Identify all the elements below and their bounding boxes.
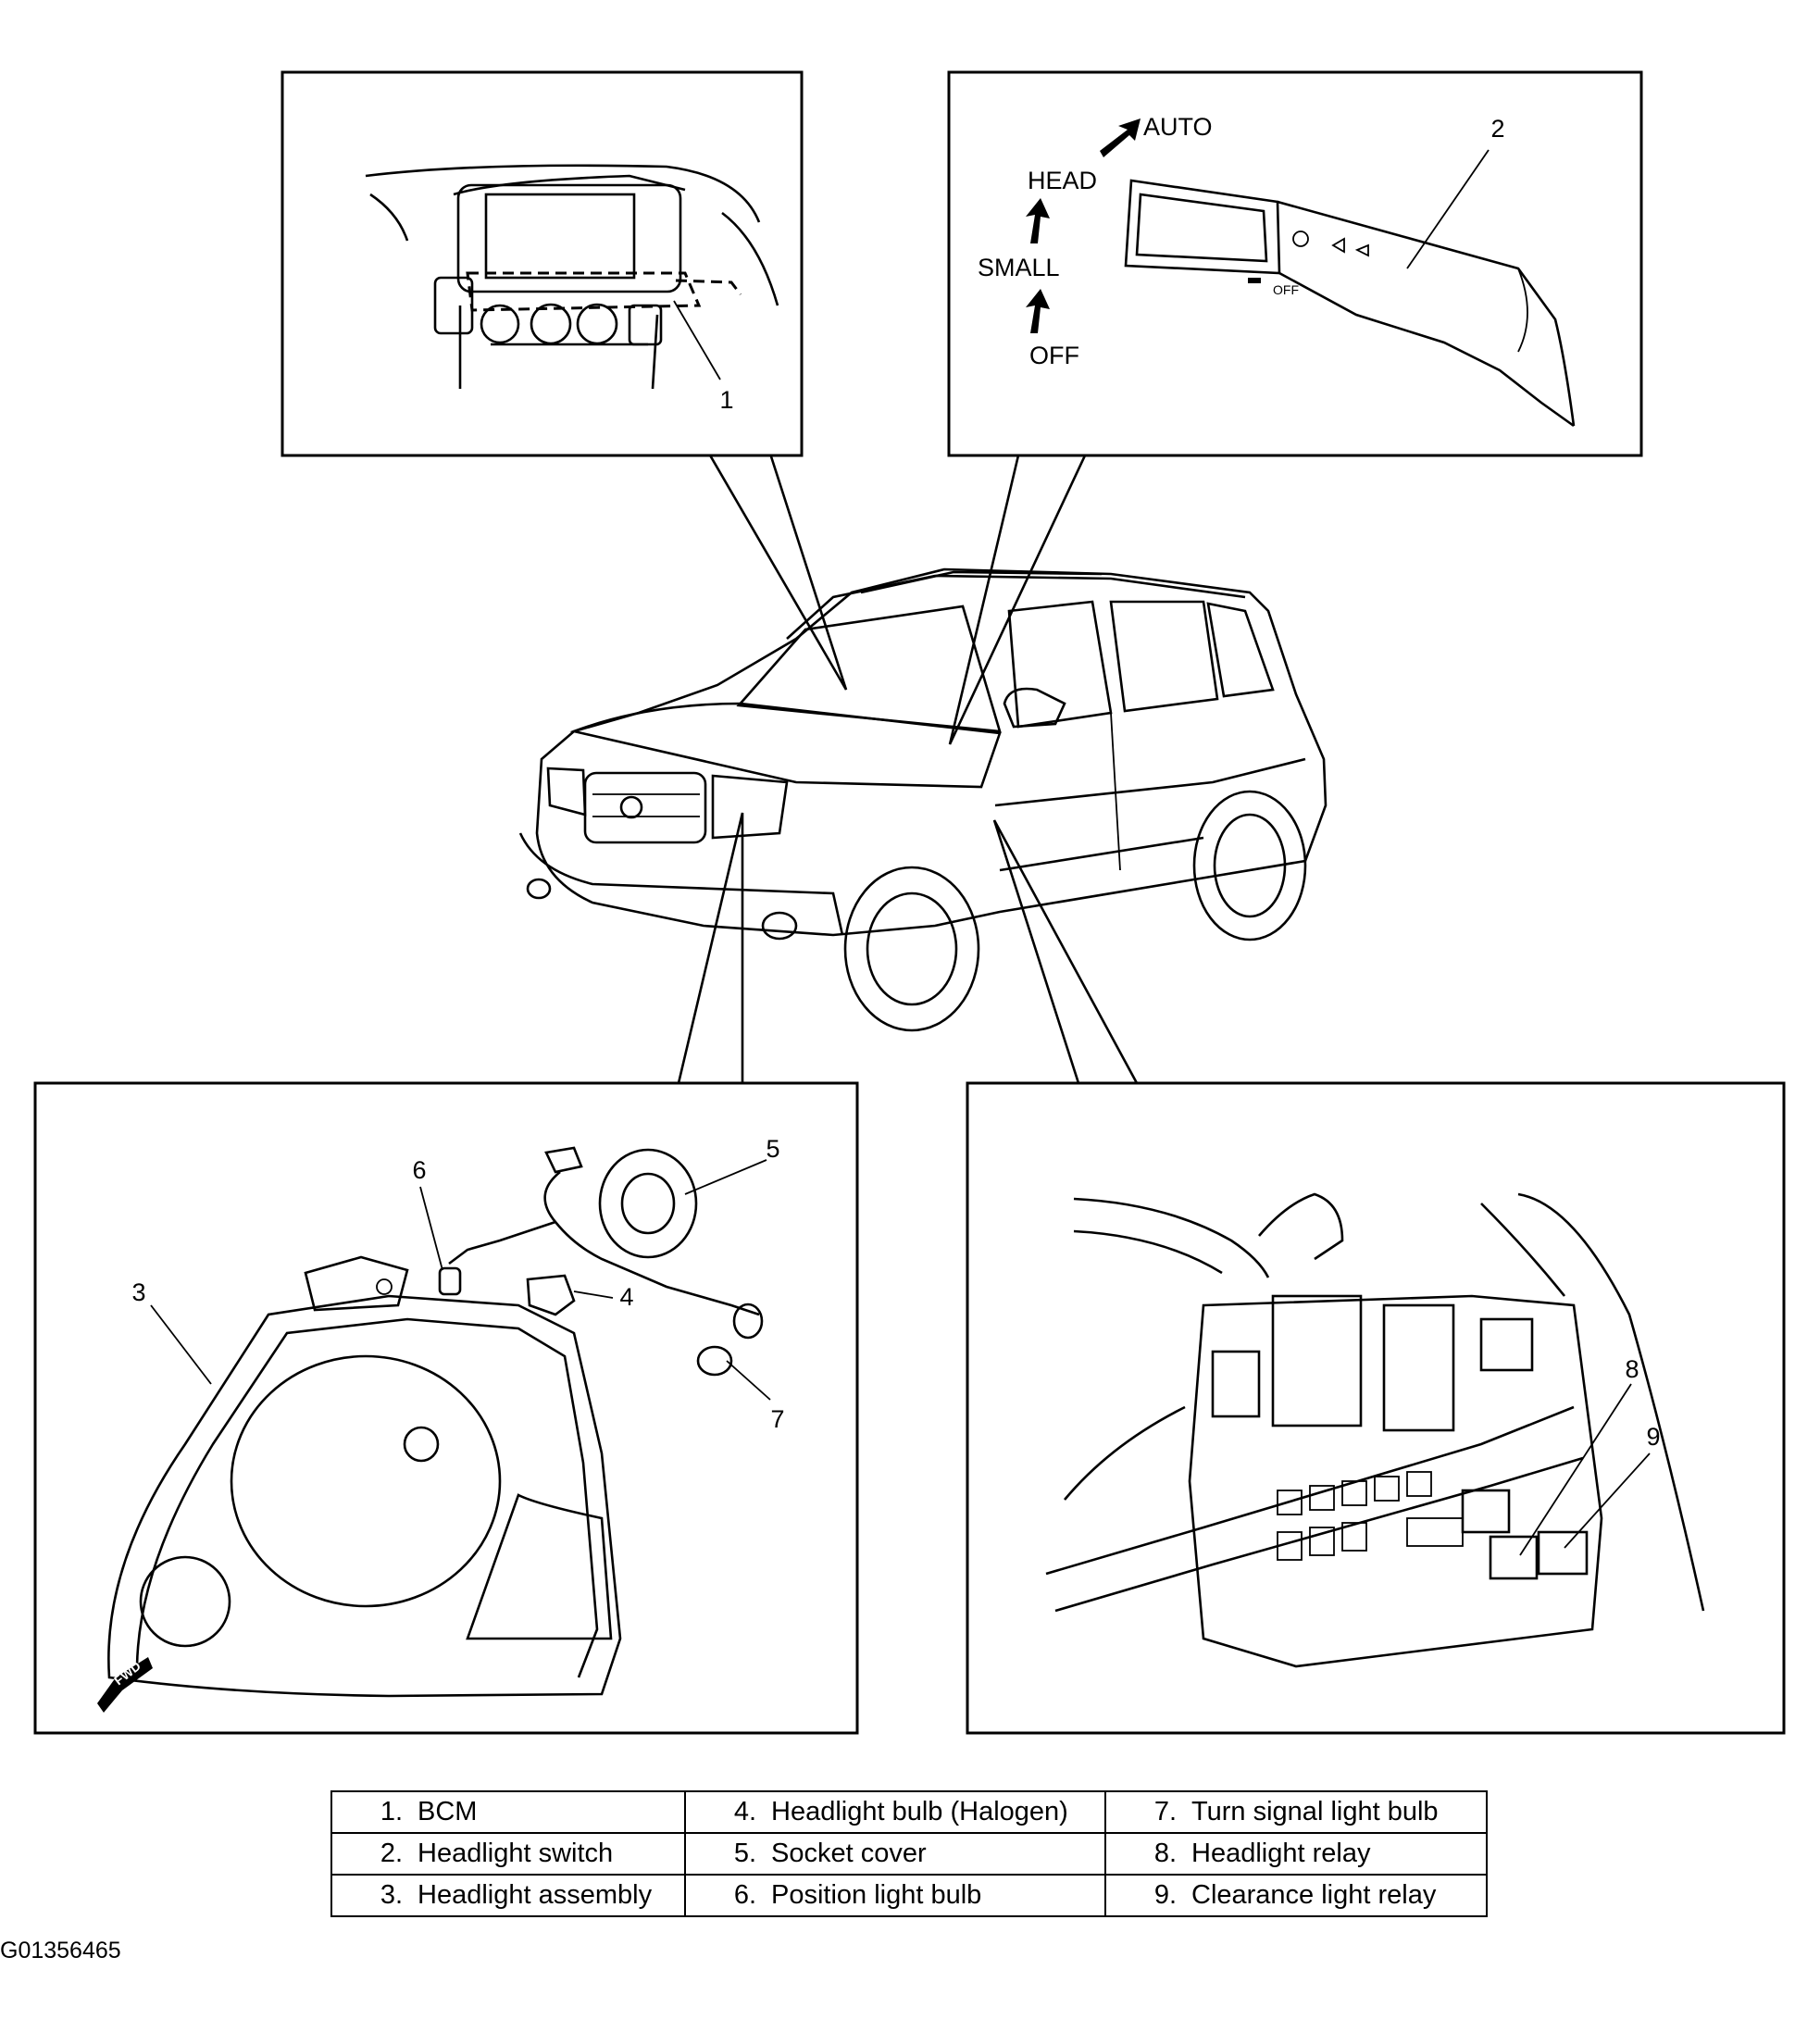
callout-4: 4 (619, 1283, 633, 1311)
headlight-housing (107, 1294, 622, 1698)
vehicle-headlamp-right (711, 774, 789, 840)
vehicle-rear-wheel (1192, 790, 1307, 941)
fwd-arrow-icon (97, 1657, 153, 1713)
callout-5: 5 (766, 1135, 779, 1163)
callout-9: 9 (1646, 1423, 1660, 1451)
dash-display (484, 193, 636, 280)
vehicle-hood (569, 702, 1002, 789)
vehicle-front-wheel (843, 866, 980, 1032)
callout-8: 8 (1625, 1355, 1639, 1383)
callout-5-leader (684, 1159, 767, 1195)
arrow-small (1026, 289, 1050, 333)
arrow-head (1026, 198, 1050, 243)
connector-1 (1271, 1294, 1363, 1427)
callout-3-leader (150, 1304, 212, 1385)
switch-stalk-lower (1278, 271, 1575, 428)
halogen-bulb-part (526, 1274, 576, 1316)
switch-stalk-upper (1277, 200, 1576, 427)
beam-icon (1331, 237, 1369, 257)
vehicle-front-window (1007, 600, 1113, 729)
vehicle-side-crease (994, 757, 1306, 807)
vehicle-headlamp-left (546, 767, 587, 817)
legend-cell: 8.Headlight relay (1104, 1832, 1488, 1876)
vehicle-side-mirror (1003, 687, 1066, 729)
legend-cell: 7.Turn signal light bulb (1104, 1790, 1488, 1834)
callout-8-leader (1519, 1383, 1632, 1556)
inset-headlight-frame (33, 1081, 859, 1735)
legend-cell: 9.Clearance light relay (1104, 1874, 1488, 1917)
inset-headlight-assembly: 5 6 4 3 7 FWD (33, 1081, 859, 1735)
legend-cell: 3.Headlight assembly (330, 1874, 686, 1917)
vehicle-body (535, 567, 1328, 937)
fuse-relay-box (1188, 1294, 1603, 1668)
callout-6: 6 (412, 1156, 426, 1184)
switch-position-head: HEAD (1028, 167, 1097, 194)
leader-wedges (677, 452, 1140, 1085)
legend-cell: 1.BCM (330, 1790, 686, 1834)
figure-id: G01356465 (0, 1938, 121, 1963)
inset-headlight-switch: AUTO HEAD SMALL OFF OFF 2 (947, 70, 1643, 457)
legend-row: 1.BCM 4.Headlight bulb (Halogen) 7.Turn … (330, 1790, 1488, 1834)
headlight-reflector (230, 1354, 502, 1608)
position-bulb-part (438, 1266, 462, 1296)
headlight-lens-low (139, 1555, 231, 1648)
switch-position-off: OFF (1029, 342, 1079, 369)
turn-lamp-section (466, 1493, 613, 1640)
vehicle-illustration (518, 567, 1328, 1032)
callout-1-leader (673, 300, 721, 380)
callout-3: 3 (131, 1278, 145, 1306)
inset-relay-box: 8 9 (966, 1081, 1786, 1735)
callout-1: 1 (719, 386, 733, 414)
sun-icon (1292, 231, 1309, 247)
wedge-bcm (706, 452, 848, 691)
legend-row: 3.Headlight assembly 6.Position light bu… (330, 1874, 1488, 1917)
legend-cell: 2.Headlight switch (330, 1832, 686, 1876)
vehicle-emblem (619, 795, 643, 819)
vehicle-bumper (518, 832, 844, 936)
vehicle-roof-rail (860, 570, 1103, 594)
legend-cell: 6.Position light bulb (684, 1874, 1106, 1917)
vehicle-fog-lamp (761, 911, 798, 941)
switch-position-auto: AUTO (1143, 113, 1213, 141)
inset-bcm: 1 (280, 70, 804, 457)
connector-2 (1382, 1303, 1455, 1432)
inset-bcm-frame (280, 70, 804, 457)
callout-2: 2 (1490, 115, 1504, 143)
legend-cell: 4.Headlight bulb (Halogen) (684, 1790, 1106, 1834)
vehicle-quarter-window (1206, 602, 1275, 698)
callout-9-leader (1564, 1452, 1651, 1549)
relay-a (1461, 1489, 1511, 1534)
clearance-relay-part (1537, 1530, 1589, 1576)
arrow-auto (1100, 118, 1141, 157)
turn-signal-bulb-part (696, 1345, 733, 1377)
parts-legend-table: 1.BCM 4.Headlight bulb (Halogen) 7.Turn … (330, 1790, 1488, 1917)
callout-2-leader (1406, 149, 1490, 269)
legend-row: 2.Headlight switch 5.Socket cover 8.Head… (330, 1832, 1488, 1876)
wedge-headlight (677, 812, 744, 1085)
vehicle-grille (583, 771, 707, 844)
switch-stalk-off-mark: OFF (1273, 282, 1299, 297)
callout-7: 7 (770, 1405, 784, 1433)
switch-position-small: SMALL (978, 254, 1060, 281)
callout-7-leader (726, 1360, 771, 1401)
headlight-bracket (304, 1255, 409, 1312)
inset-relay-frame (966, 1081, 1786, 1735)
vehicle-rear-window (1109, 600, 1219, 713)
callout-4-leader (573, 1290, 614, 1299)
headlight-relay-part (1489, 1535, 1539, 1580)
fuse-grid (1277, 1471, 1464, 1561)
wiring-harness (543, 1170, 760, 1316)
connector-plug (544, 1146, 583, 1174)
callout-6-leader (419, 1186, 443, 1271)
legend-cell: 5.Socket cover (684, 1832, 1106, 1876)
socket-cover-part (598, 1148, 698, 1259)
bcm-outline (466, 271, 702, 312)
